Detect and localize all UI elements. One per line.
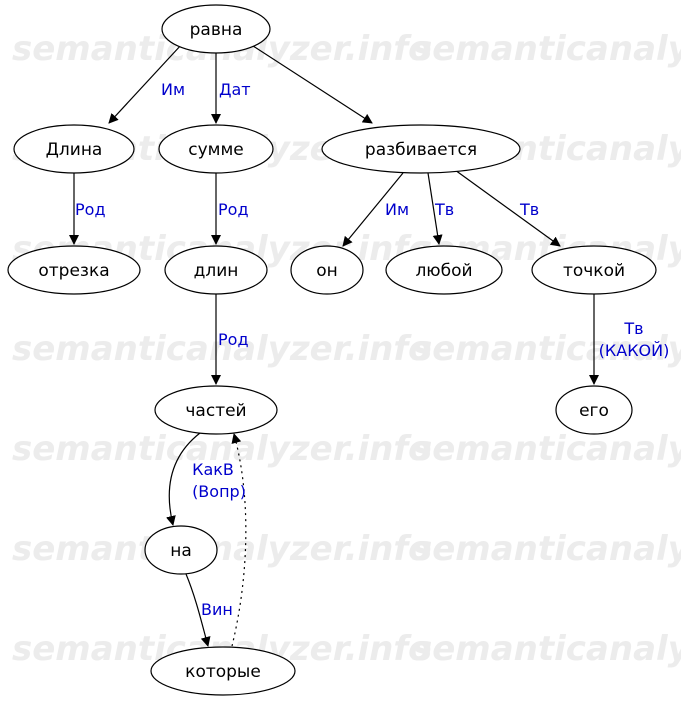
node-shape [321,124,521,174]
node-label: его [579,401,609,421]
node-chastey[interactable]: частей [154,385,278,435]
node-shape [555,385,633,435]
edge-kotorye-chastey-dotted [231,433,247,647]
edge-label: Род [75,200,106,219]
edge-label: Им [161,80,185,99]
node-shape [7,245,141,295]
node-label: которые [185,662,261,682]
edge-ravna-razbivaetsya [249,43,373,124]
node-shape [290,245,364,295]
edge-label: Род [218,330,249,349]
watermark-text: semanticanalyzer.info [412,529,681,569]
node-label: длин [194,261,239,281]
node-ravna[interactable]: равна [161,4,271,54]
node-label: Длина [46,140,103,160]
node-label: точкой [563,261,625,281]
edge-label: (КАКОЙ) [599,341,670,360]
edge-label: Вин [201,600,233,619]
node-shape [164,245,268,295]
edge-label: (Вопр) [192,482,246,501]
watermark-text: semanticanalyzer.info [412,329,681,369]
edge-razb-on [342,172,404,247]
node-label: он [316,261,338,281]
node-shape [161,4,271,54]
node-lyuboy[interactable]: любой [385,245,503,295]
node-shape [531,245,657,295]
edge-label: Тв [623,319,643,338]
node-razbivaetsya[interactable]: разбивается [321,124,521,174]
edges [69,43,599,647]
watermark: semanticanalyzer.info semanticanalyzer.i… [12,29,681,669]
node-label: сумме [188,140,244,160]
edge-label: Тв [434,200,454,219]
edge-label: Тв [519,200,539,219]
watermark-text: semanticanalyzer.info [412,29,681,69]
edge-na-kotorye [185,573,211,647]
watermark-text: semanticanalyzer.info [412,629,681,669]
node-ego[interactable]: его [555,385,633,435]
node-label: частей [185,401,246,421]
node-summe[interactable]: сумме [158,124,274,174]
node-label: любой [415,261,472,281]
edge-label: Дат [219,80,251,99]
node-label: равна [190,20,243,40]
node-shape [13,124,135,174]
node-shape [158,124,274,174]
edge-label: КакВ [192,460,234,479]
node-on[interactable]: он [290,245,364,295]
node-shape [385,245,503,295]
node-na[interactable]: на [144,525,218,575]
node-shape [144,525,218,575]
watermark-text: semanticanalyzer.info [12,529,432,569]
edge-razb-tochkoy [454,169,561,247]
edge-label: Род [218,200,249,219]
edge-chastey-na [166,432,201,526]
watermark-text: semanticanalyzer.info [412,429,681,469]
node-dlina[interactable]: Длина [13,124,135,174]
node-label: отрезка [38,261,109,281]
node-label: на [170,541,192,561]
node-shape [150,646,296,696]
node-tochkoy[interactable]: точкой [531,245,657,295]
edge-labels: Им Дат Род Род Им Тв Тв Род Тв (КАКОЙ) К… [75,80,669,619]
node-dlin[interactable]: длин [164,245,268,295]
node-otrezka[interactable]: отрезка [7,245,141,295]
watermark-text: semanticanalyzer.info [12,329,432,369]
edge-razb-lyuboy [427,172,443,245]
node-shape [154,385,278,435]
edge-label: Им [385,200,409,219]
watermark-text: semanticanalyzer.info [12,429,432,469]
node-kotorye[interactable]: которые [150,646,296,696]
node-label: разбивается [365,140,477,160]
edge-ravna-dlina [108,43,183,124]
